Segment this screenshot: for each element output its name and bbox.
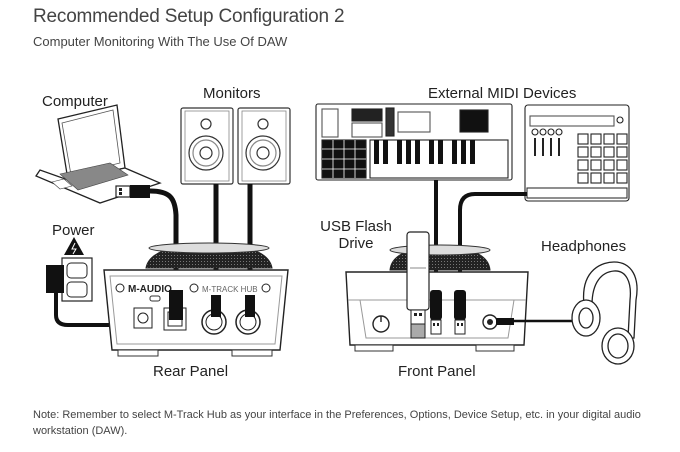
label-usb-flash-line1: USB Flash [320,218,392,235]
midi-keyboard-icon [315,103,513,181]
rear-brand-text: M-AUDIO [128,284,172,295]
label-computer: Computer [42,93,108,110]
label-power: Power [52,222,95,239]
usb-flash-drive-icon [406,231,430,339]
laptop-icon [35,104,162,204]
usb-plug-keyboard [430,290,442,335]
label-monitors: Monitors [203,85,261,102]
midi-pad-controller-icon [524,104,630,202]
rear-model-text: M-TRACK HUB [202,285,258,294]
label-rear-panel: Rear Panel [153,363,229,380]
label-external-midi: External MIDI Devices [428,85,577,102]
label-usb-flash-line2: Drive [338,235,374,252]
label-front-panel: Front Panel [398,363,476,380]
usb-cable-computer [115,185,179,300]
page-title: Recommended Setup Configuration 2 [33,6,345,27]
headphone-plug [496,318,514,325]
power-outlet-icon [46,237,138,327]
usb-plug-pad [454,290,466,335]
monitor-speaker-left [180,107,234,185]
label-headphones: Headphones [541,238,627,255]
setup-note: Note: Remember to select M-Track Hub as … [33,409,641,437]
m-track-hub-rear: M-AUDIO M-TRACK HUB [103,242,289,357]
monitor-speaker-right [237,107,291,185]
headphones-icon [571,261,638,365]
label-usb-flash-drive: USB Flash Drive [316,218,396,252]
page-subtitle: Computer Monitoring With The Use Of DAW [33,34,288,49]
cable-midi-pad [458,192,527,290]
